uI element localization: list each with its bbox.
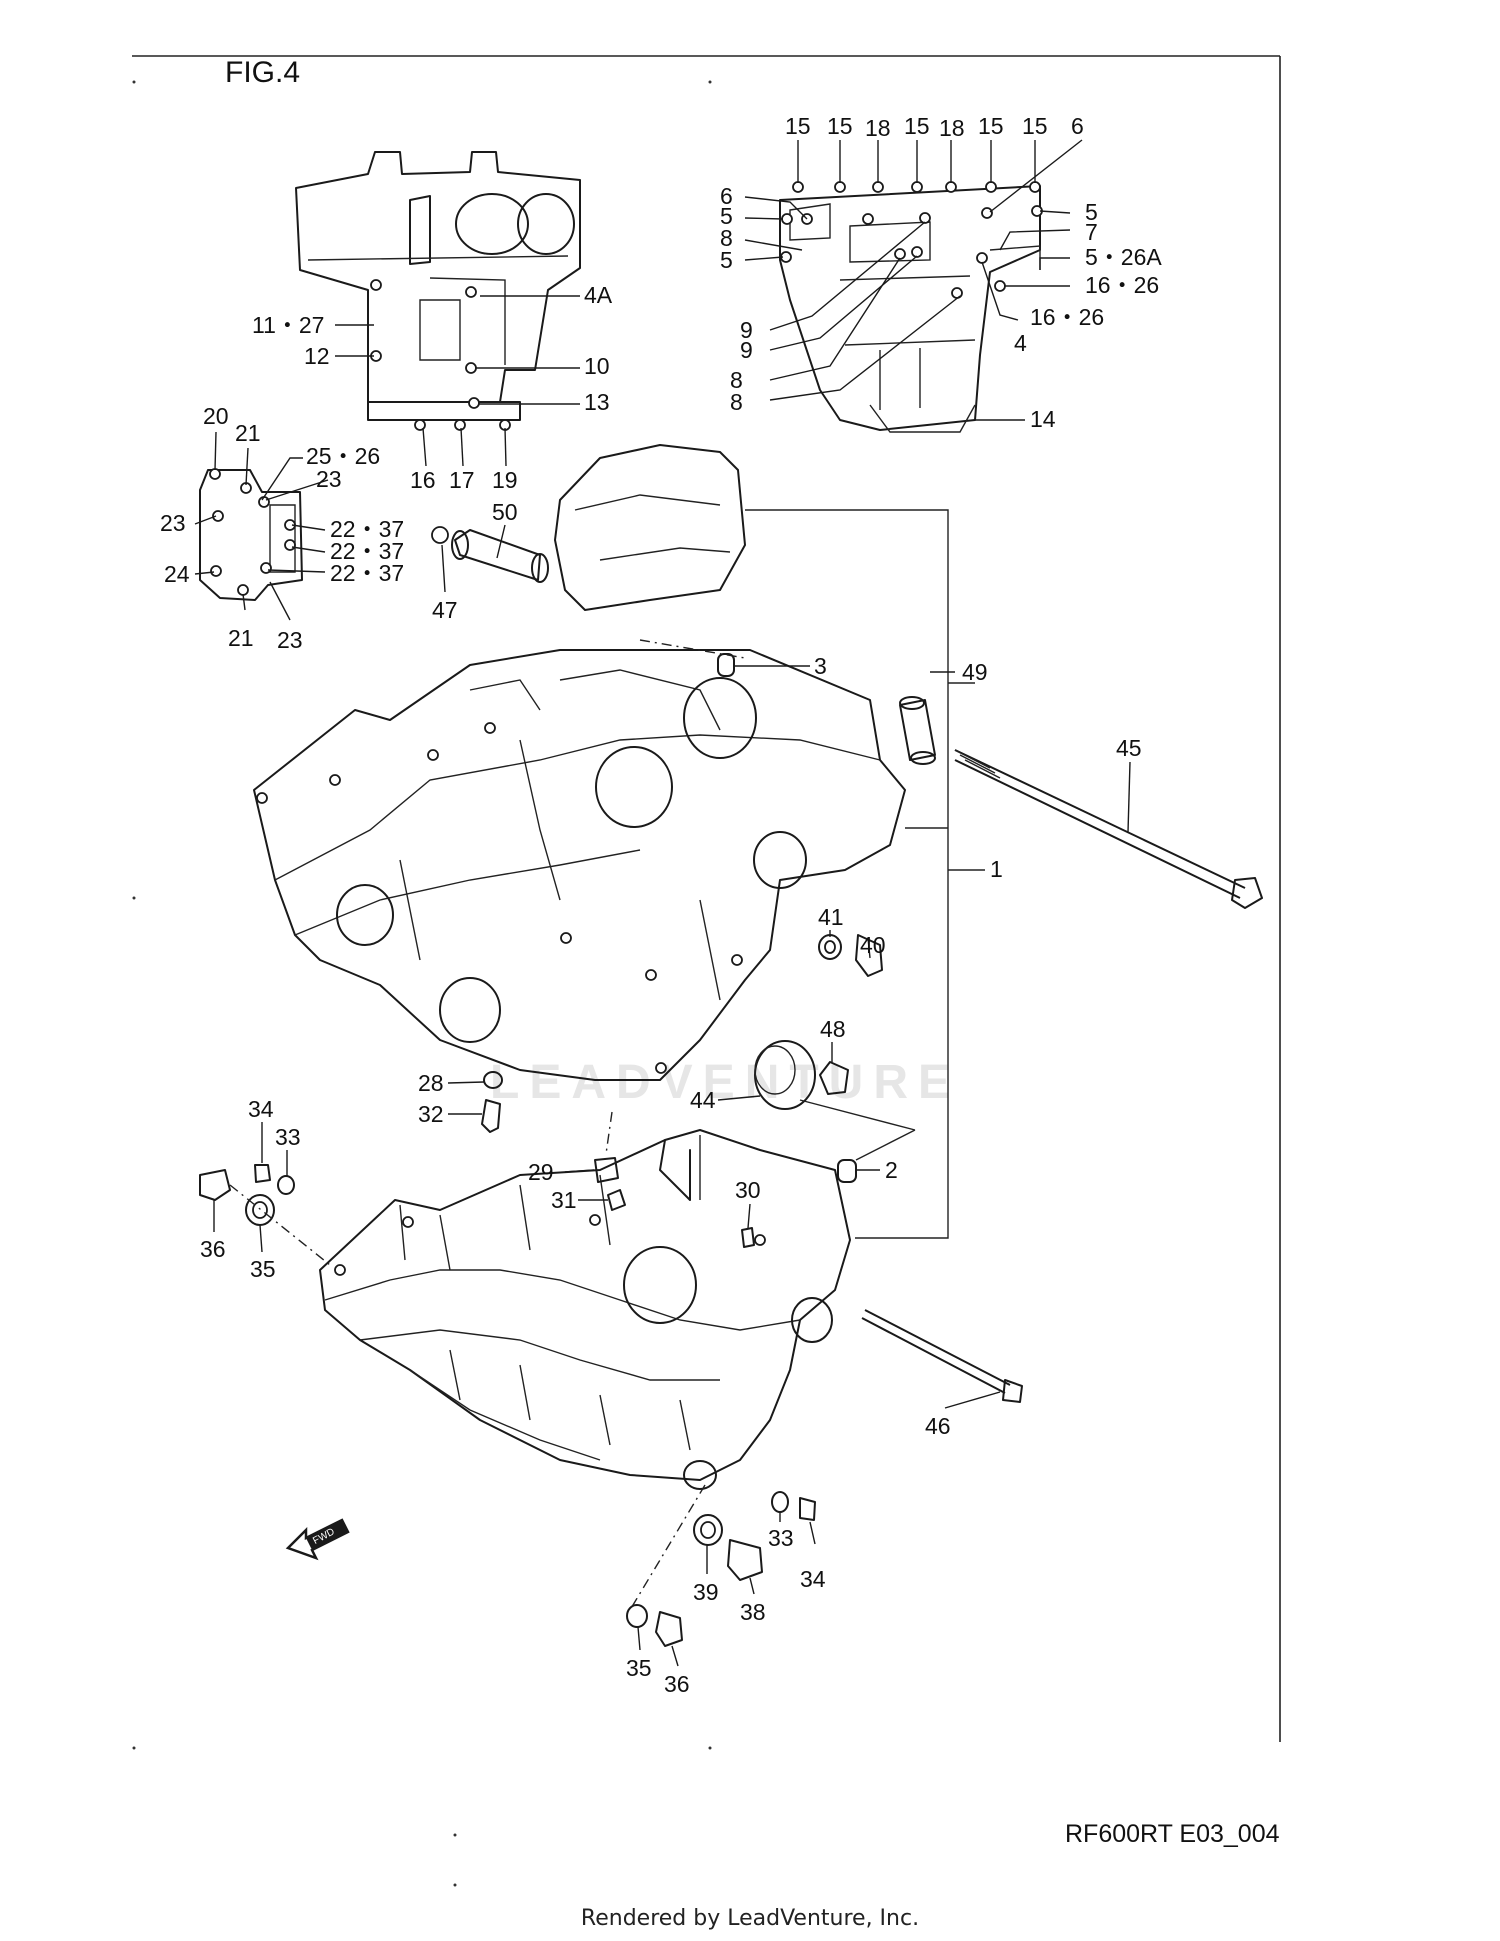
callout-24: 24 — [164, 561, 190, 587]
callout-1: 1 — [990, 856, 1003, 882]
figure-frame — [132, 55, 1281, 1742]
callout-25-26: 25・26 — [306, 443, 380, 469]
callout-8: 8 — [720, 225, 733, 251]
callout-labels: 15 15 18 15 18 15 15 6 6 5 8 5 5 7 5・26A… — [160, 113, 1162, 1697]
callout-49: 49 — [962, 659, 988, 685]
callout-16: 16 — [410, 467, 436, 493]
callout-44: 44 — [690, 1087, 716, 1113]
callout-16-26: 16・26 — [1030, 304, 1104, 330]
small-parts — [199, 526, 1263, 1647]
callout-6: 6 — [1071, 113, 1084, 139]
forward-direction-arrow: FWD — [285, 1518, 350, 1561]
callout-10: 10 — [584, 353, 610, 379]
watermark: LEADVENTURE — [490, 1056, 960, 1109]
callout-29: 29 — [528, 1159, 554, 1185]
upper-crankcase-top-view — [295, 151, 581, 431]
callout-38: 38 — [740, 1599, 766, 1625]
callout-32: 32 — [418, 1101, 444, 1127]
callout-15: 15 — [785, 113, 811, 139]
figure-title: FIG.4 — [225, 56, 300, 89]
callout-20: 20 — [203, 403, 229, 429]
callout-35: 35 — [250, 1256, 276, 1282]
callout-21: 21 — [228, 625, 254, 651]
lower-crankcase-half — [319, 1129, 851, 1490]
callout-36: 36 — [664, 1671, 690, 1697]
callout-34: 34 — [248, 1096, 274, 1122]
rendered-by-footer: Rendered by LeadVenture, Inc. — [580, 1906, 920, 1931]
figure-reference-code: RF600RT E03_004 — [1065, 1820, 1280, 1848]
callout-14: 14 — [1030, 406, 1056, 432]
callout-23: 23 — [316, 466, 342, 492]
callout-7: 7 — [1085, 219, 1098, 245]
callout-35: 35 — [626, 1655, 652, 1681]
callout-23: 23 — [160, 510, 186, 536]
callout-23: 23 — [277, 627, 303, 653]
callout-5-26a: 5・26A — [1085, 244, 1162, 270]
callout-34: 34 — [800, 1566, 826, 1592]
callout-17: 17 — [449, 467, 475, 493]
callout-15: 15 — [827, 113, 853, 139]
callout-22-37: 22・37 — [330, 516, 404, 542]
callout-2: 2 — [885, 1157, 898, 1183]
callout-18: 18 — [939, 115, 965, 141]
assembly-guide-lines — [229, 639, 916, 1611]
callout-22-37: 22・37 — [330, 538, 404, 564]
callout-15: 15 — [904, 113, 930, 139]
callout-5: 5 — [1085, 199, 1098, 225]
callout-5: 5 — [720, 247, 733, 273]
callout-41: 41 — [818, 904, 844, 930]
callout-39: 39 — [693, 1579, 719, 1605]
callout-15: 15 — [1022, 113, 1048, 139]
callout-8: 8 — [730, 389, 743, 415]
upper-crankcase-half — [253, 649, 906, 1081]
callout-40: 40 — [860, 932, 886, 958]
callout-31: 31 — [551, 1187, 577, 1213]
callout-22-37: 22・37 — [330, 560, 404, 586]
callout-5: 5 — [720, 203, 733, 229]
callout-50: 50 — [492, 499, 518, 525]
callout-46: 46 — [925, 1413, 951, 1439]
lower-crankcase-bottom-view — [779, 181, 1043, 433]
callout-33: 33 — [768, 1525, 794, 1551]
callout-11-27: 11・27 — [252, 312, 324, 338]
callout-45: 45 — [1116, 735, 1142, 761]
callout-21: 21 — [235, 420, 261, 446]
callout-12: 12 — [304, 343, 330, 369]
callout-9: 9 — [740, 317, 753, 343]
callout-33: 33 — [275, 1124, 301, 1150]
side-cover-plate — [199, 468, 303, 601]
callout-6: 6 — [720, 183, 733, 209]
callout-30: 30 — [735, 1177, 761, 1203]
callout-13: 13 — [584, 389, 610, 415]
callout-8: 8 — [730, 367, 743, 393]
callout-48: 48 — [820, 1016, 846, 1042]
callout-19: 19 — [492, 467, 518, 493]
leader-lines — [194, 139, 1131, 1667]
callout-15: 15 — [978, 113, 1004, 139]
callout-4a: 4A — [584, 282, 613, 308]
callout-47: 47 — [432, 597, 458, 623]
breather-cover — [554, 444, 746, 611]
callout-18: 18 — [865, 115, 891, 141]
callout-16-26: 16・26 — [1085, 272, 1159, 298]
registration-dots — [132, 80, 712, 1887]
callout-9: 9 — [740, 337, 753, 363]
callout-4: 4 — [1014, 330, 1027, 356]
callout-36: 36 — [200, 1236, 226, 1262]
assembly-bracket — [745, 509, 985, 1239]
callout-3: 3 — [814, 653, 827, 679]
callout-28: 28 — [418, 1070, 444, 1096]
